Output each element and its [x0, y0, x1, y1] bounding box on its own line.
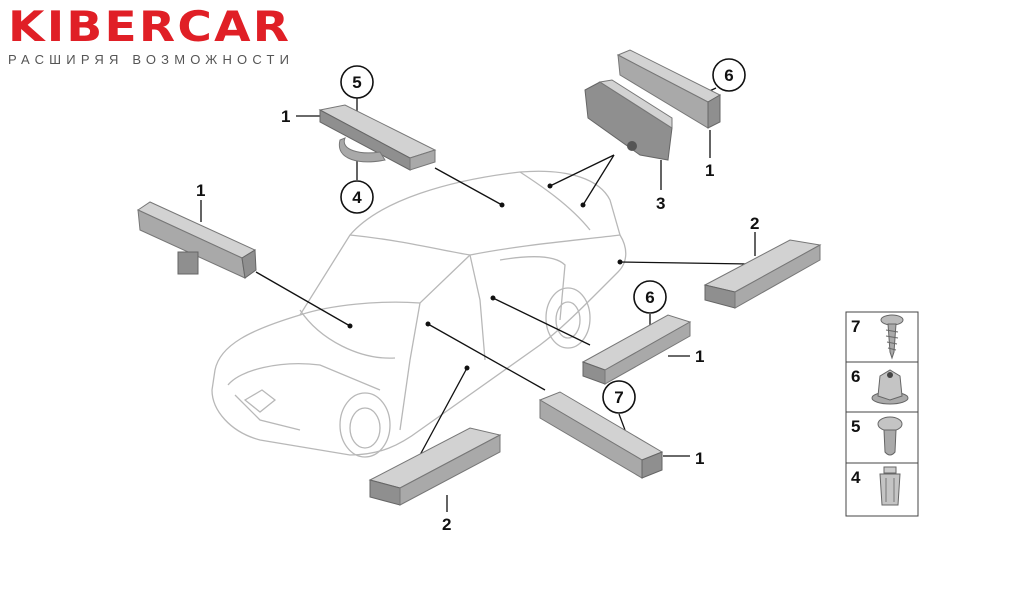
svg-text:6: 6 [851, 367, 860, 386]
callout-6-right: 6 [712, 58, 746, 92]
svg-text:6: 6 [645, 288, 654, 307]
logo-brand: KIBERCAR [8, 2, 292, 51]
svg-text:7: 7 [614, 388, 623, 407]
svg-text:7: 7 [851, 317, 860, 336]
label-2-bottom: 2 [442, 515, 451, 534]
legend-item-4: 4 [851, 466, 901, 506]
svg-text:4: 4 [851, 468, 861, 487]
part-antenna-top [318, 104, 437, 171]
svg-text:4: 4 [352, 188, 362, 207]
label-2-right: 2 [750, 214, 759, 233]
legend-item-5: 5 [851, 416, 903, 456]
plastic-rivet-screw-icon [877, 416, 903, 456]
fastener-legend: 7 6 5 4 [845, 311, 919, 517]
label-1-left: 1 [196, 181, 205, 200]
part-antenna-mid [581, 314, 692, 385]
legend-item-7: 7 [851, 314, 904, 360]
callout-5-top: 5 [340, 65, 374, 99]
label-1-mid: 1 [695, 347, 704, 366]
part-control-unit-left [136, 201, 257, 279]
svg-text:5: 5 [352, 73, 361, 92]
logo: KIBERCAR РАСШИРЯЯ ВОЗМОЖНОСТИ [8, 4, 295, 68]
part-bracket [584, 79, 673, 161]
part-antenna-roof [616, 49, 722, 129]
label-1-bottom: 1 [695, 449, 704, 468]
hex-nut-with-flange-icon [871, 369, 909, 405]
callout-4-top: 4 [340, 180, 374, 214]
callout-6-mid: 6 [633, 280, 667, 314]
svg-text:6: 6 [724, 66, 733, 85]
callout-7-mid: 7 [602, 380, 636, 414]
part-antenna-bottom [368, 427, 502, 506]
screw-with-washer-icon [880, 314, 904, 360]
label-1-top: 1 [281, 107, 290, 126]
leader-lines [200, 87, 756, 512]
part-antenna-right [703, 239, 822, 309]
label-1-right-top: 1 [705, 161, 714, 180]
svg-text:5: 5 [851, 417, 860, 436]
expanding-clip-nut-icon [879, 466, 901, 506]
part-antenna-lower-right [538, 391, 664, 479]
legend-item-6: 6 [851, 367, 909, 405]
logo-tagline: РАСШИРЯЯ ВОЗМОЖНОСТИ [8, 52, 295, 67]
label-3: 3 [656, 194, 665, 213]
car-outline [211, 170, 627, 458]
